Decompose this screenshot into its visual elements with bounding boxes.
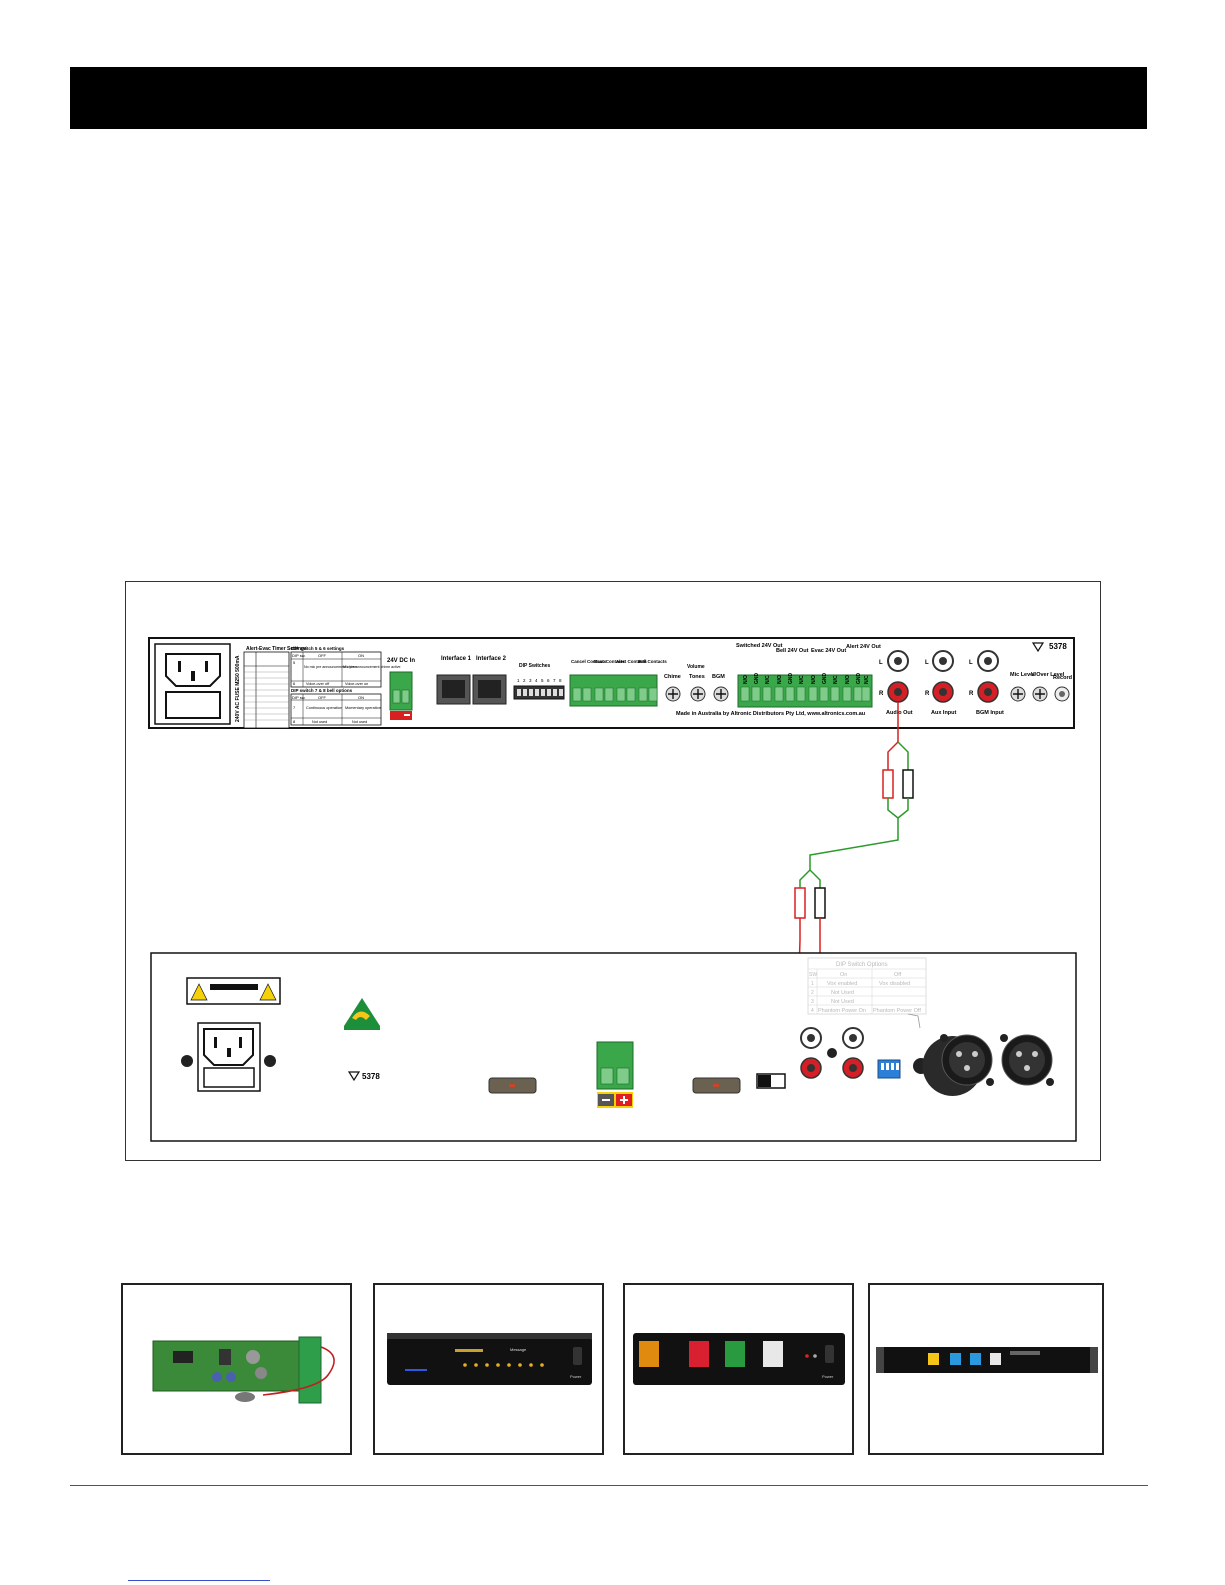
- channel-r-2: R: [925, 691, 930, 697]
- dip78-row1-on: Momentary operation: [345, 706, 381, 710]
- pot-label-record: Record: [1053, 675, 1072, 681]
- amplifier-rear-panel: 5378 DIP Swit: [151, 953, 1076, 1141]
- channel-r-3: R: [969, 691, 974, 697]
- terminal-pin-label: N/O: [811, 675, 817, 684]
- volume-label-tones: Tones: [689, 674, 705, 680]
- footer-divider: [70, 1485, 1148, 1486]
- power-label-2: Power: [822, 1374, 834, 1379]
- volume-title: Volume: [687, 664, 705, 670]
- rack-unit-rear-panel: 240V AC FUSE M250 500mA Alert-Evac Timer…: [149, 638, 1074, 728]
- dip78-header-on: ON: [358, 695, 364, 700]
- amp-dip-header-sw: SW: [809, 972, 817, 978]
- wiring-diagram: 240V AC FUSE M250 500mA Alert-Evac Timer…: [0, 0, 1225, 1200]
- approval-mark-rack: 5378: [1049, 642, 1067, 651]
- amp-dip-options-table: DIP Switch Options SW On Off 1 Vox enabl…: [808, 958, 926, 1014]
- channel-r-1: R: [879, 691, 884, 697]
- footer-link-underline[interactable]: [128, 1580, 270, 1581]
- made-in-text: Made in Australia by Altronic Distributo…: [676, 711, 865, 717]
- terminal-pin-label: GND: [856, 673, 862, 685]
- dip56-header-on: ON: [358, 653, 364, 658]
- dip78-title: DIP switch 7 & 8 bell options: [291, 688, 353, 693]
- amp-dip-row3-on: Not Used: [831, 999, 854, 1005]
- terminal-pin-label: GND: [754, 673, 760, 685]
- dip56-row1-on: Mic pre announcement chime active: [343, 665, 401, 669]
- amp-dip-row1-sw: 1: [811, 981, 814, 987]
- rca-label-audio-out: Audio Out: [886, 710, 913, 716]
- amp-dip-row1-off: Vox disabled: [879, 981, 910, 987]
- contact-label-bell: Bell Contacts: [638, 659, 667, 664]
- dip56-header-off: OFF: [318, 653, 327, 658]
- dc-in-label: 24V DC In: [387, 658, 415, 664]
- approval-mark-amp: 5378: [362, 1072, 380, 1081]
- amp-dip-title: DIP Switch Options: [836, 962, 888, 968]
- terminal-pin-label: N/O: [743, 675, 749, 684]
- terminal-pin-label: N/O: [777, 675, 783, 684]
- output-group-evac: Evac 24V Out: [811, 648, 846, 654]
- dip56-title: DIP switch 5 & 6 settings: [291, 646, 345, 651]
- amp-dip-header-off: Off: [894, 972, 902, 978]
- product-thumb-rack-unit: [868, 1283, 1104, 1455]
- interface2-label: Interface 2: [476, 656, 507, 662]
- channel-l-2: L: [925, 660, 929, 666]
- dip-switches-label: DIP Switches: [519, 663, 551, 669]
- product-thumb-message-player: Message Power: [373, 1283, 604, 1455]
- terminal-pin-label: GND: [822, 673, 828, 685]
- iec-power-inlet: [155, 644, 230, 724]
- rca-label-bgm-input: BGM Input: [976, 710, 1004, 716]
- dip56-row2-off: Voice-over off: [306, 682, 330, 686]
- vu-panel-label: Message: [510, 1347, 527, 1352]
- terminal-pin-label: N/C: [833, 675, 839, 684]
- amp-dip-header-on: On: [840, 972, 847, 978]
- dip78-header-sw: DIP sw.: [292, 695, 306, 700]
- amp-dip-row4-off: Phantom Power Off: [873, 1008, 921, 1014]
- output-group-bell: Bell 24V Out: [776, 648, 809, 654]
- amp-dip-row1-on: Vox enabled: [827, 981, 857, 987]
- dip78-header-off: OFF: [318, 695, 327, 700]
- amp-dip-row2-on: Not Used: [831, 990, 854, 996]
- terminal-pin-label: GND: [788, 673, 794, 685]
- terminal-pin-label: N/O: [845, 675, 851, 684]
- product-thumb-alert-panel: Power: [623, 1283, 854, 1455]
- dip56-header-sw: DIP sw.: [292, 653, 306, 658]
- terminal-pin-label: N/C: [765, 675, 771, 684]
- output-group-alert: Alert 24V Out: [846, 644, 881, 650]
- dip78-row1-off: Continuous operation: [306, 706, 342, 710]
- volume-label-bgm: BGM: [712, 674, 725, 680]
- rca-label-aux-input: Aux Input: [931, 710, 957, 716]
- terminal-pin-label: N/C: [864, 675, 870, 684]
- dip78-row2-off: Not used: [312, 720, 327, 724]
- dip56-row2-on: Voice-over on: [345, 682, 368, 686]
- amp-dip-row3-sw: 3: [811, 999, 814, 1005]
- interface1-label: Interface 1: [441, 656, 472, 662]
- amp-dip-row4-on: Phantom Power On: [818, 1008, 866, 1014]
- terminal-pin-label: N/C: [799, 675, 805, 684]
- channel-l-3: L: [969, 660, 973, 666]
- product-thumb-pcb-module: [121, 1283, 352, 1455]
- amp-dip-row2-sw: 2: [811, 990, 814, 996]
- amp-dip-row4-sw: 4: [811, 1008, 814, 1014]
- volume-label-chime: Chime: [664, 674, 681, 680]
- power-label-1: Power: [570, 1374, 582, 1379]
- fuse-label: 240V AC FUSE M250 500mA: [235, 655, 241, 722]
- dip78-row2-on: Not used: [352, 720, 367, 724]
- channel-l-1: L: [879, 660, 883, 666]
